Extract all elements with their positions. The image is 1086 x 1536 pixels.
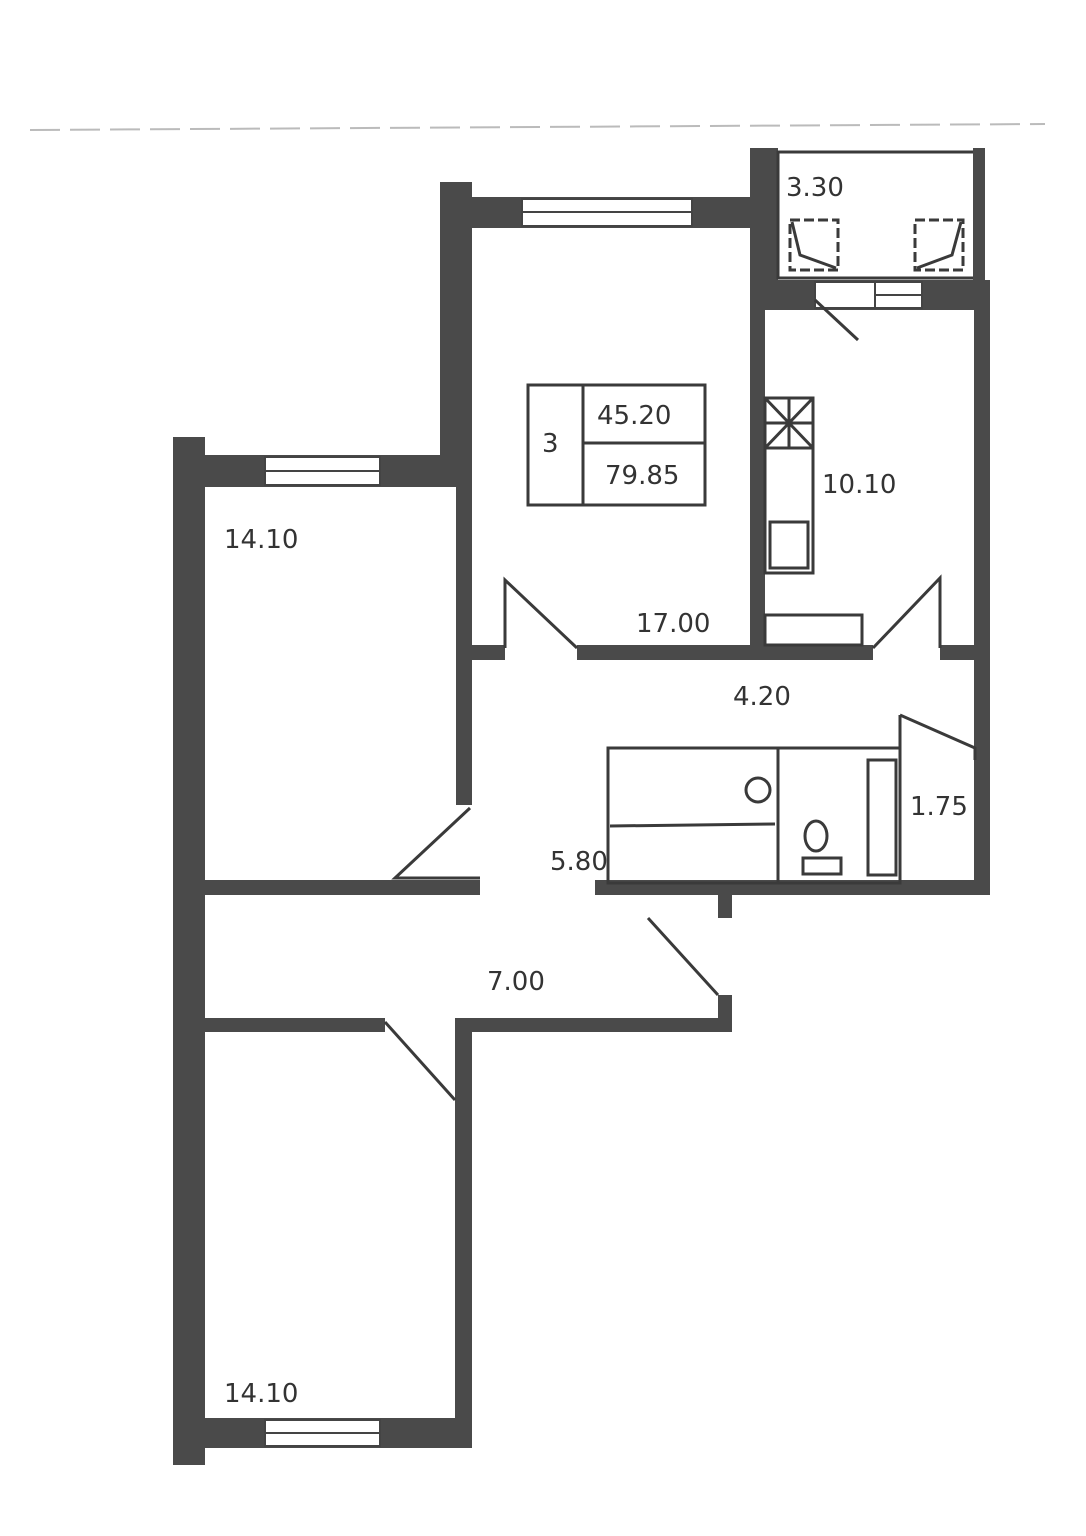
kitchen-right-wall bbox=[974, 285, 990, 895]
room-area-kitchen: 10.10 bbox=[822, 470, 896, 500]
rooms-count: 3 bbox=[542, 429, 559, 459]
corridor-bottom-wall-b bbox=[455, 1018, 732, 1032]
kitchen-counter bbox=[763, 446, 815, 575]
door-swing-kitchen bbox=[871, 574, 942, 650]
sink-icon bbox=[744, 776, 772, 804]
room-area-corridor: 7.00 bbox=[487, 967, 545, 997]
room-area-hallway: 4.20 bbox=[733, 682, 791, 712]
balcony-door bbox=[814, 281, 876, 309]
living-bottom-wall-b bbox=[577, 645, 873, 660]
total-area: 79.85 bbox=[605, 461, 679, 491]
room-area-bathroom-hall: 5.80 bbox=[550, 847, 608, 877]
area-summary: 3 45.20 79.85 bbox=[526, 383, 707, 507]
outer-wall-left bbox=[173, 437, 205, 1465]
balcony-vent-right bbox=[913, 218, 965, 272]
room-area-living: 17.00 bbox=[636, 609, 710, 639]
bedroom-partition bbox=[456, 455, 472, 805]
hall-bottom-wall-a bbox=[205, 880, 480, 895]
bathtub-icon bbox=[609, 822, 776, 828]
toilet-cabinet bbox=[866, 758, 898, 877]
door-swing-bedroom-top bbox=[391, 806, 480, 880]
room-area-balcony: 3.30 bbox=[786, 173, 844, 203]
kitchen-sink-icon bbox=[768, 520, 810, 570]
room-area-bedroom-bottom: 14.10 bbox=[224, 1379, 298, 1409]
door-swing-bedroom-bottom bbox=[383, 1020, 457, 1102]
balcony-vent-left bbox=[788, 218, 840, 272]
room-area-toilet: 1.75 bbox=[910, 792, 968, 822]
kitchen-cabinet bbox=[763, 613, 864, 647]
door-swing-living bbox=[503, 576, 579, 650]
door-swing-kitchen-balcony bbox=[813, 298, 860, 342]
living-left-wall bbox=[440, 182, 472, 487]
bedroom-bottom-right-wall bbox=[455, 1018, 472, 1448]
kitchen-bottom-wall bbox=[940, 645, 990, 660]
toilet-icon bbox=[803, 819, 829, 853]
bathroom-outline bbox=[606, 746, 902, 885]
room-labels: 3.30 17.00 10.10 14.10 4.20 1.75 5.80 7.… bbox=[224, 173, 968, 1409]
living-bottom-wall-a bbox=[472, 645, 505, 660]
fixtures bbox=[606, 218, 965, 885]
living-area: 45.20 bbox=[597, 401, 671, 431]
corridor-stub-top bbox=[718, 880, 732, 918]
room-area-bedroom-top: 14.10 bbox=[224, 525, 298, 555]
door-swing-toilet bbox=[899, 713, 977, 760]
balcony-right-wall bbox=[973, 148, 985, 280]
scan-line bbox=[29, 123, 1046, 131]
door-swing-corridor bbox=[646, 916, 720, 997]
windows bbox=[264, 198, 923, 1447]
doors bbox=[383, 298, 977, 1102]
corridor-bottom-wall-a bbox=[205, 1018, 385, 1032]
